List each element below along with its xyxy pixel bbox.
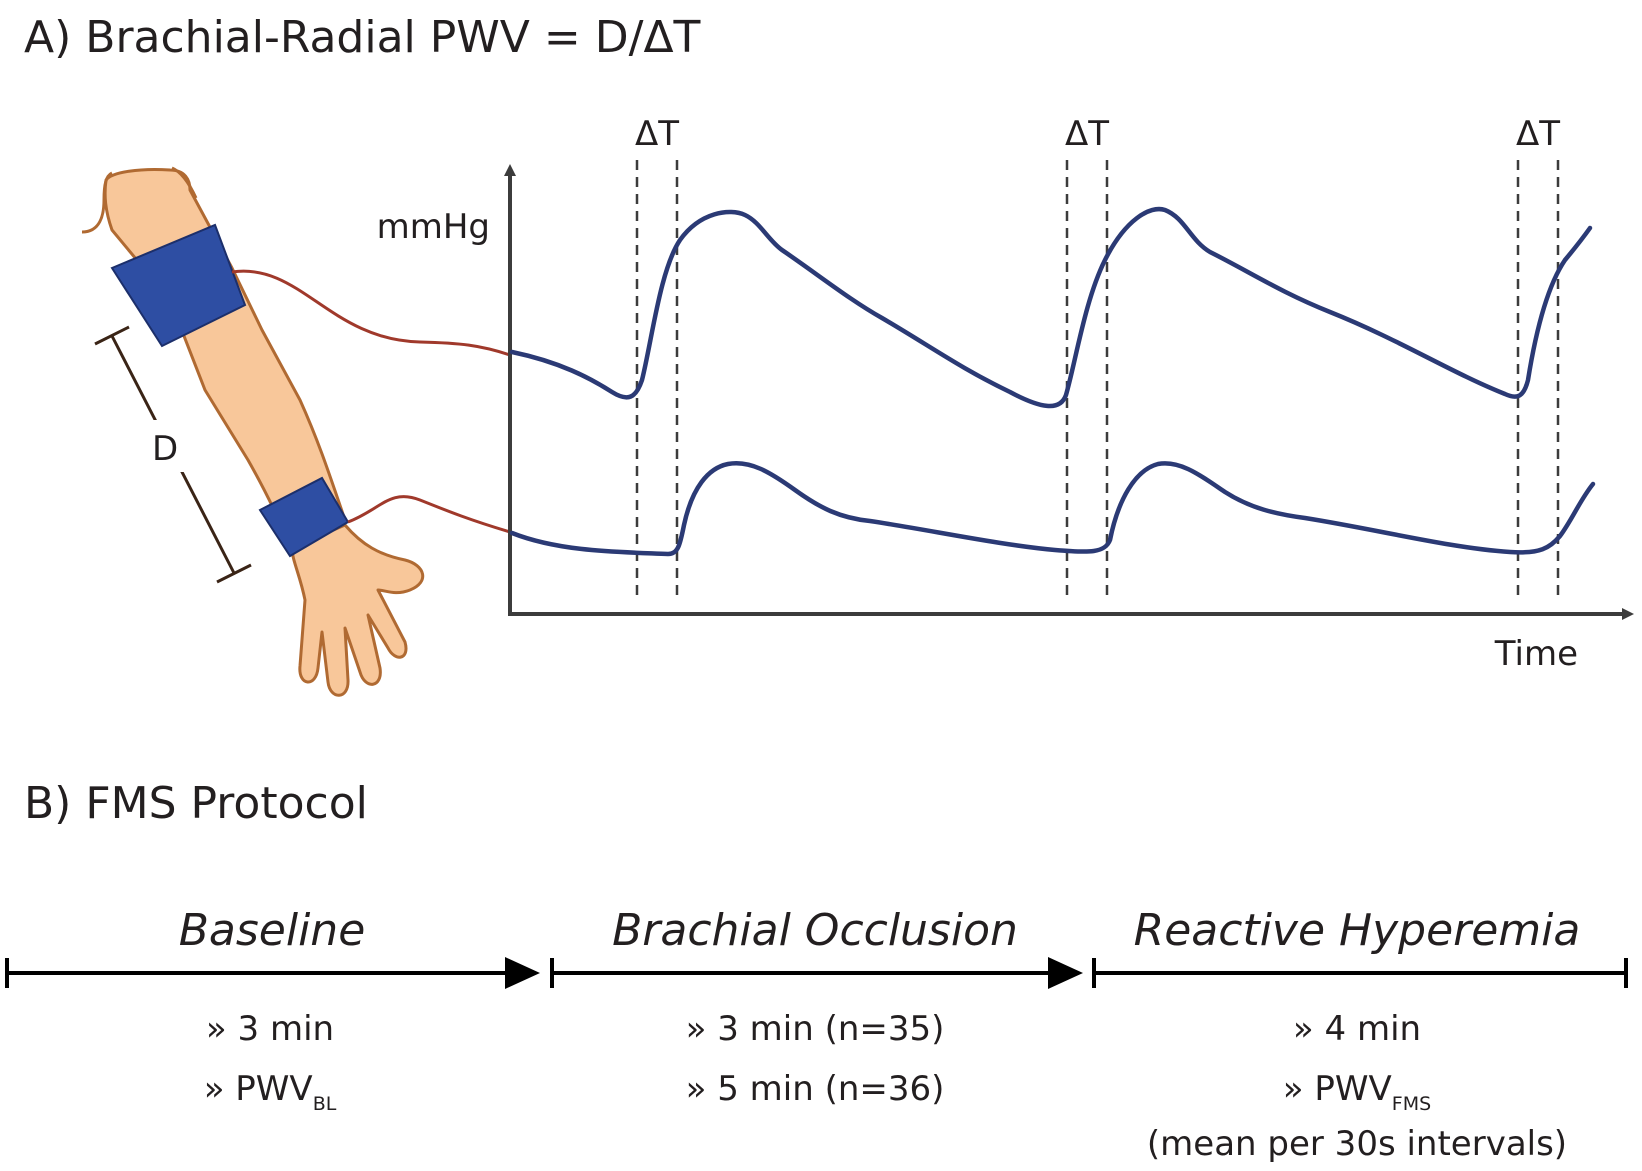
phase-hyperemia-detail: » 4 min <box>1293 1009 1421 1049</box>
delta-t-markers <box>635 160 1560 600</box>
lower-cable <box>347 495 511 534</box>
phase-hyperemia-name: Reactive Hyperemia <box>1134 905 1581 956</box>
delta-t-label: ΔT <box>1065 114 1109 154</box>
phase-occlusion-name: Brachial Occlusion <box>612 905 1018 956</box>
shoulder <box>81 171 113 234</box>
phase-baseline-name: Baseline <box>179 905 366 956</box>
distance-bracket-top-cap <box>94 325 130 346</box>
distance-label-bg <box>148 420 188 472</box>
radial-waveform <box>509 460 1596 557</box>
shoulder-back <box>171 166 198 199</box>
x-axis-label: Time <box>1494 634 1578 674</box>
phase-hyperemia-detail: » PWVFMS <box>1283 1069 1431 1115</box>
phase-occlusion-detail: » 5 min (n=36) <box>686 1069 945 1109</box>
phase-hyperemia-detail: (mean per 30s intervals) <box>1147 1124 1567 1164</box>
upper-cable <box>231 269 511 357</box>
y-axis-label: mmHg <box>377 207 490 247</box>
panel-a-title: A) Brachial-Radial PWV = D/ΔT <box>24 12 701 63</box>
distance-bracket-bottom-cap <box>216 563 252 584</box>
upper-cuff <box>110 223 247 348</box>
distance-label: D <box>152 429 178 469</box>
timeline-arrowhead <box>505 957 540 989</box>
timeline-arrowhead <box>1048 957 1083 989</box>
hand <box>290 523 424 697</box>
brachial-waveform <box>509 206 1593 409</box>
delta-t-label: ΔT <box>1516 114 1560 154</box>
phase-baseline-detail: » PWVBL <box>204 1069 337 1115</box>
arm-illustration <box>81 166 511 697</box>
panel-b-title: B) FMS Protocol <box>24 778 368 829</box>
phase-occlusion-detail: » 3 min (n=35) <box>686 1009 945 1049</box>
phase-baseline-detail: » 3 min <box>206 1009 334 1049</box>
delta-t-label: ΔT <box>635 114 679 154</box>
